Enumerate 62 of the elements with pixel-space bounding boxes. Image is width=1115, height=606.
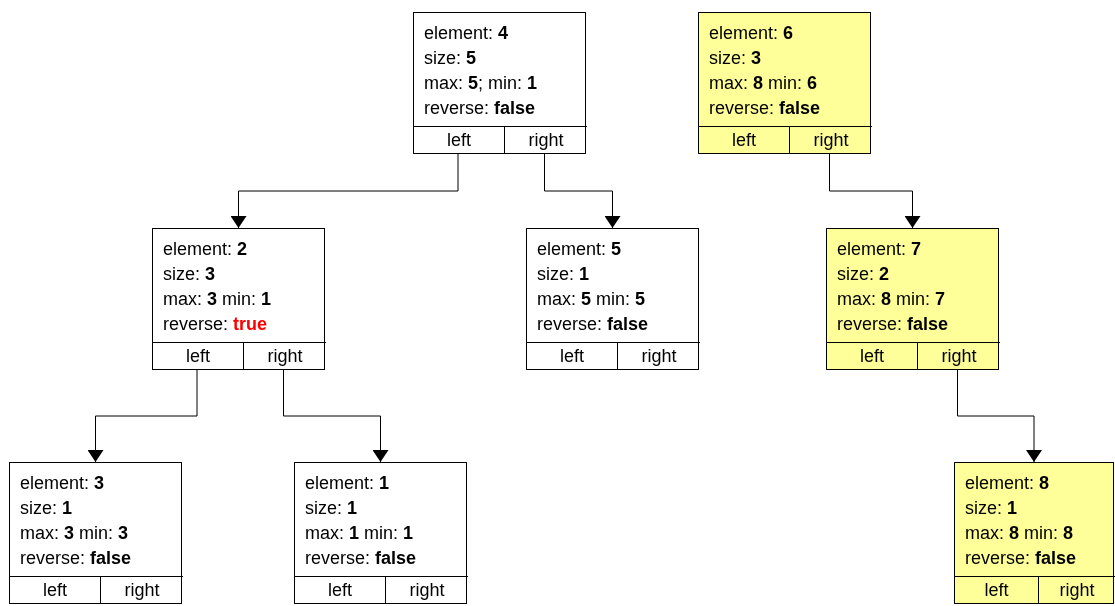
arrow [283,369,389,463]
pointer-cell: left [414,126,504,153]
record-box [413,12,586,154]
pointer-cell: left [153,342,243,369]
field-text: element: 2 [163,238,248,261]
field-text: reverse: false [709,97,821,120]
pointer-cell: left [527,342,617,369]
field-text: element: 7 [837,238,922,261]
record-box [294,462,467,604]
pointer-cell: right [504,126,587,153]
field-text: element: 4 [424,22,509,45]
field-text: max: 8 min: 7 [837,288,946,311]
field-text: max: 5 min: 5 [537,288,646,311]
record-box [826,228,999,370]
record-box [152,228,325,370]
pointer-cell: right [243,342,326,369]
field-text: max: 5; min: 1 [424,72,538,95]
field-text: reverse: false [965,547,1077,570]
pointer-cell: left [10,576,100,603]
field-text: element: 5 [537,238,622,261]
field-text: element: 6 [709,22,794,45]
field-text: size: 1 [537,263,590,286]
pointer-cell: right [617,342,700,369]
arrow [87,369,198,463]
field-text: reverse: false [537,313,649,336]
field-text: reverse: false [424,97,536,120]
pointer-cell: right [1038,576,1115,603]
record-box [698,12,871,154]
arrow [957,369,1042,463]
pointer-cell: right [789,126,872,153]
field-text: size: 1 [965,497,1018,520]
field-text: size: 3 [709,47,762,70]
pointer-cell: right [917,342,1000,369]
field-text: element: 3 [20,472,105,495]
field-text: max: 3 min: 3 [20,522,129,545]
field-text: size: 3 [163,263,216,286]
field-text: reverse: false [305,547,417,570]
field-text: reverse: false [20,547,132,570]
record-box [9,462,182,604]
pointer-cell: left [295,576,385,603]
arrow [829,153,921,229]
arrow [544,153,621,229]
field-text: reverse: true [163,313,268,336]
field-text: max: 8 min: 6 [709,72,818,95]
field-text: size: 5 [424,47,477,70]
field-text: size: 1 [20,497,73,520]
field-text: size: 1 [305,497,358,520]
pointer-cell: left [955,576,1038,603]
field-text: element: 8 [965,472,1050,495]
record-box [954,462,1114,604]
field-text: max: 3 min: 1 [163,288,272,311]
field-text: max: 1 min: 1 [305,522,414,545]
field-text: max: 8 min: 8 [965,522,1074,545]
pointer-cell: right [100,576,183,603]
pointer-cell: left [699,126,789,153]
pointer-cell: right [385,576,468,603]
record-box [526,228,699,370]
field-text: element: 1 [305,472,390,495]
field-text: reverse: false [837,313,949,336]
pointer-cell: left [827,342,917,369]
arrow [230,153,459,229]
field-text: size: 2 [837,263,890,286]
